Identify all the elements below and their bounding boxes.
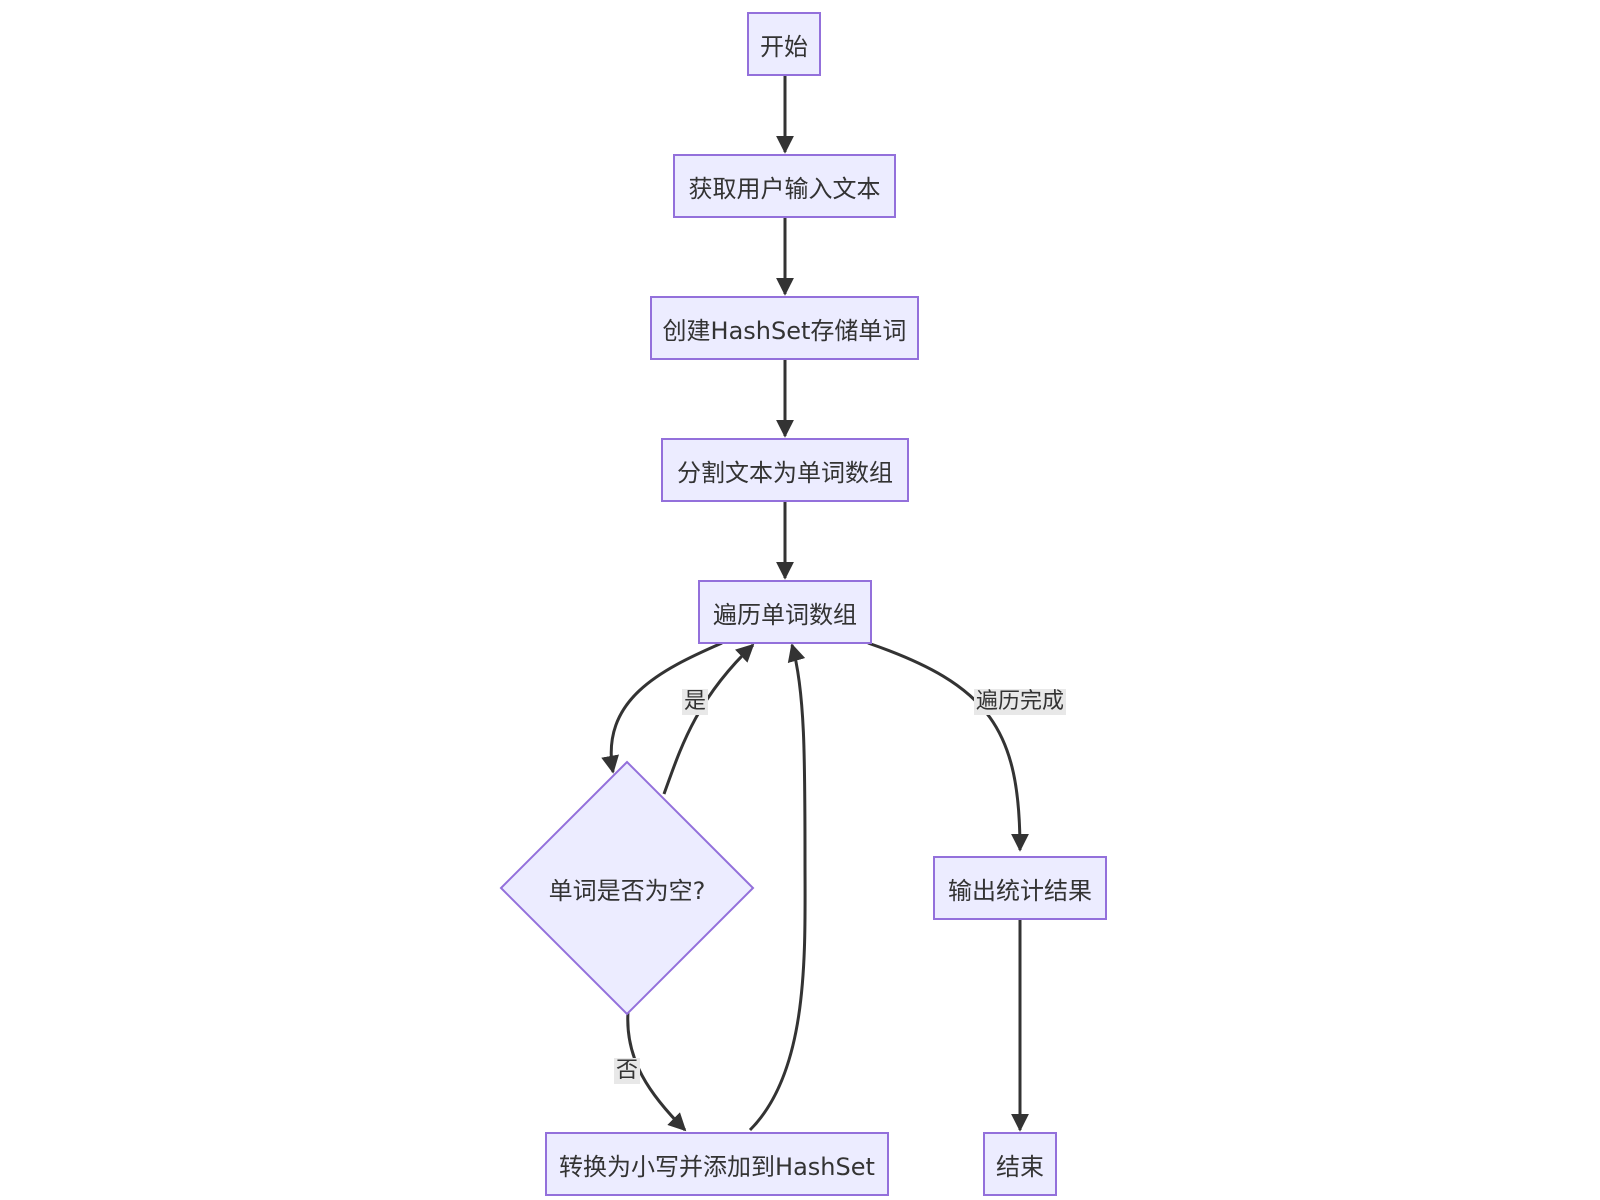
edge-iterate-done-to-output — [867, 641, 1029, 852]
edge-label-done: 遍历完成 — [973, 689, 1067, 715]
edge-iterate-to-decision — [601, 641, 723, 774]
node-create-hashset: 创建HashSet存储单词 — [650, 296, 919, 360]
edge-decision-no-to-add — [626, 1011, 687, 1132]
node-to-lower-add: 转换为小写并添加到HashSet — [545, 1132, 889, 1196]
node-iterate-words: 遍历单词数组 — [698, 580, 872, 644]
node-end: 结束 — [983, 1132, 1057, 1196]
decision-diamond — [499, 760, 755, 1016]
edge-add-to-iterate — [748, 643, 807, 1132]
edge-label-no: 否 — [613, 1058, 641, 1084]
node-get-input: 获取用户输入文本 — [673, 154, 896, 218]
node-output-result: 输出统计结果 — [933, 856, 1107, 920]
edge-decision-yes-to-iterate — [662, 643, 755, 795]
node-is-empty-decision: 单词是否为空? — [548, 876, 706, 905]
node-start: 开始 — [747, 12, 821, 76]
edge-label-yes: 是 — [681, 689, 709, 715]
node-split-text: 分割文本为单词数组 — [661, 438, 909, 502]
